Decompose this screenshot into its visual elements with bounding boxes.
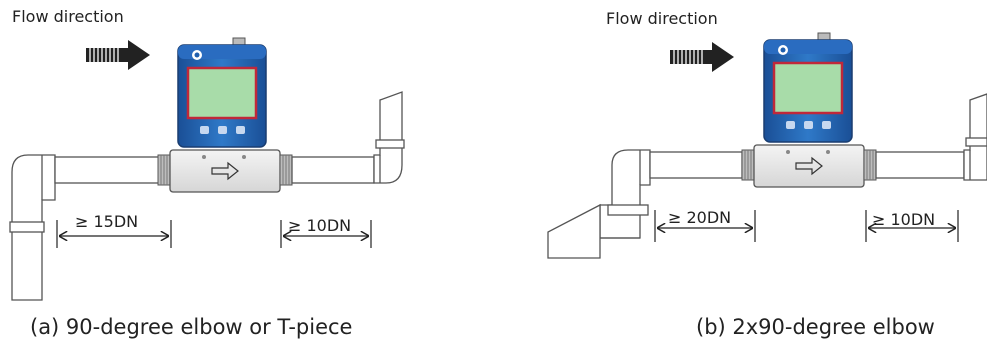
flow-direction-label-b: Flow direction xyxy=(606,9,718,28)
meter-body xyxy=(169,149,281,193)
panel-b xyxy=(547,32,987,259)
upstream-length-label-a: ≥ 15DN xyxy=(75,212,139,231)
flow-meter-head xyxy=(763,32,853,143)
upstream-pipe xyxy=(54,156,164,184)
double-elbow xyxy=(547,149,651,259)
upstream-dimension xyxy=(56,220,172,248)
fitting-right xyxy=(279,154,293,186)
body-flow-arrow-icon xyxy=(211,161,239,181)
flow-direction-arrow-icon xyxy=(86,40,150,70)
downstream-dimension xyxy=(865,210,959,242)
panel-a xyxy=(9,37,405,301)
meter-buttons xyxy=(200,126,245,134)
flow-meter-head xyxy=(177,37,267,148)
upstream-pipe xyxy=(649,151,743,179)
fitting-left xyxy=(157,154,171,186)
caption-b: (b) 2x90-degree elbow xyxy=(696,315,935,339)
upstream-dimension xyxy=(654,210,756,242)
downstream-length-label-b: ≥ 10DN xyxy=(872,210,936,229)
meter-screen xyxy=(772,61,844,115)
downstream-pipe xyxy=(291,156,375,184)
flow-direction-arrow-icon xyxy=(670,42,734,72)
body-flow-arrow-icon xyxy=(795,156,823,176)
caption-a: (a) 90-degree elbow or T-piece xyxy=(30,315,353,339)
downstream-pipe xyxy=(875,151,965,179)
meter-screen xyxy=(186,66,258,120)
meter-buttons xyxy=(786,121,831,129)
left-elbow xyxy=(9,154,56,301)
upstream-length-label-b: ≥ 20DN xyxy=(668,208,732,227)
downstream-dimension xyxy=(280,220,372,248)
flow-direction-label-a: Flow direction xyxy=(12,7,124,26)
downstream-length-label-a: ≥ 10DN xyxy=(288,216,352,235)
fitting-right xyxy=(863,149,877,181)
right-elbow xyxy=(373,91,405,184)
fitting-left xyxy=(741,149,755,181)
right-elbow xyxy=(963,93,987,181)
meter-body xyxy=(753,144,865,188)
